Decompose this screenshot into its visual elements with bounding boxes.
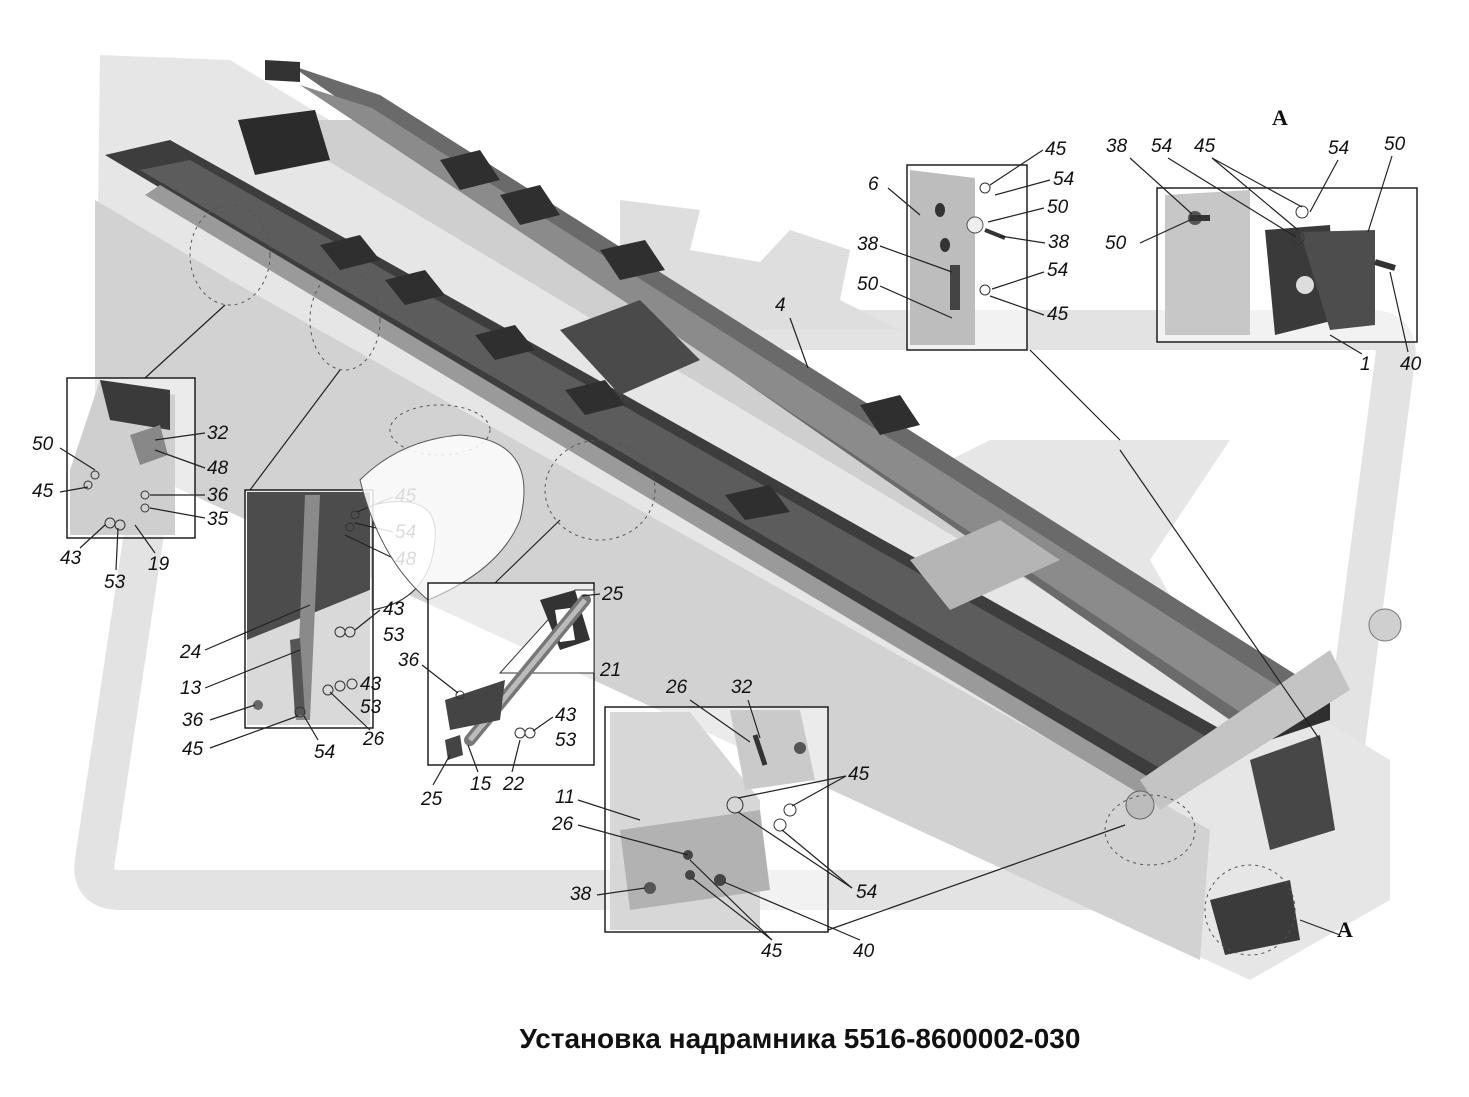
callout-26: 26 xyxy=(665,677,688,698)
callout-24: 24 xyxy=(179,642,201,663)
callout-26: 26 xyxy=(362,729,385,750)
callout-38: 38 xyxy=(1048,232,1070,253)
callout-40: 40 xyxy=(1400,354,1422,375)
callout-43: 43 xyxy=(383,599,405,620)
callout-36: 36 xyxy=(398,650,420,671)
callout-26: 26 xyxy=(551,814,574,835)
callout-50: 50 xyxy=(32,434,54,455)
callout-43: 43 xyxy=(360,674,382,695)
callout-54: 54 xyxy=(1053,169,1074,190)
callout-45: 45 xyxy=(32,481,54,502)
callout-22: 22 xyxy=(502,774,525,795)
callout-4: 4 xyxy=(775,295,786,316)
callout-1: 1 xyxy=(1360,354,1371,375)
callout-38: 38 xyxy=(1106,136,1128,157)
view-letter-a-bottom: А xyxy=(1337,917,1353,942)
callout-54: 54 xyxy=(1151,136,1172,157)
callout-36: 36 xyxy=(207,485,229,506)
callout-36: 36 xyxy=(182,710,204,731)
subframe xyxy=(105,60,1402,955)
callout-45: 45 xyxy=(761,941,783,962)
detail-box-bottom: 26 32 45 11 26 54 38 45 40 xyxy=(551,677,877,962)
callout-54: 54 xyxy=(856,882,877,903)
view-letter-a: А xyxy=(1272,105,1288,130)
diagram-caption: Установка надрамника 5516-8600002-030 xyxy=(519,1023,1081,1054)
callout-53: 53 xyxy=(555,730,577,751)
callout-45: 45 xyxy=(1047,304,1069,325)
callout-38: 38 xyxy=(857,234,879,255)
callout-45: 45 xyxy=(1045,139,1067,160)
callout-50: 50 xyxy=(1047,197,1069,218)
detail-box-left-small: 50 45 32 48 36 35 43 53 19 xyxy=(32,377,229,593)
callout-21: 21 xyxy=(599,660,621,681)
zoom-leaders xyxy=(144,304,1341,936)
callout-50: 50 xyxy=(1105,233,1127,254)
callout-40: 40 xyxy=(853,941,875,962)
detail-box-view-a: А 38 54 45 54 50 50 1 40 xyxy=(1105,105,1422,375)
detail-box-center: 25 21 36 43 53 25 15 22 xyxy=(398,582,624,810)
callout-32: 32 xyxy=(207,423,229,444)
zoom-circles xyxy=(189,204,1296,956)
callout-54: 54 xyxy=(314,742,335,763)
callout-54: 54 xyxy=(1328,138,1349,159)
callout-53: 53 xyxy=(360,697,382,718)
main-callouts: 4 А xyxy=(775,295,1353,942)
callout-50: 50 xyxy=(857,274,879,295)
callout-35: 35 xyxy=(207,509,229,530)
callout-53: 53 xyxy=(104,572,126,593)
callout-45: 45 xyxy=(182,739,204,760)
callout-11: 11 xyxy=(555,787,575,808)
callout-54: 54 xyxy=(1047,260,1068,281)
callout-43: 43 xyxy=(60,548,82,569)
callout-19: 19 xyxy=(148,554,170,575)
callout-13: 13 xyxy=(180,678,202,699)
callout-48: 48 xyxy=(207,458,229,479)
callout-25: 25 xyxy=(420,789,443,810)
callout-25: 25 xyxy=(601,584,624,605)
detail-box-top-center: 45 54 6 50 38 38 54 50 45 xyxy=(857,139,1074,351)
callout-50: 50 xyxy=(1384,134,1406,155)
callout-53: 53 xyxy=(383,625,405,646)
callout-45: 45 xyxy=(1194,136,1216,157)
callout-15: 15 xyxy=(470,774,492,795)
callout-6: 6 xyxy=(868,174,879,195)
callout-38: 38 xyxy=(570,884,592,905)
detail-center-bubble xyxy=(359,434,525,601)
callout-45: 45 xyxy=(848,764,870,785)
callout-32: 32 xyxy=(731,677,753,698)
callout-43: 43 xyxy=(555,705,577,726)
